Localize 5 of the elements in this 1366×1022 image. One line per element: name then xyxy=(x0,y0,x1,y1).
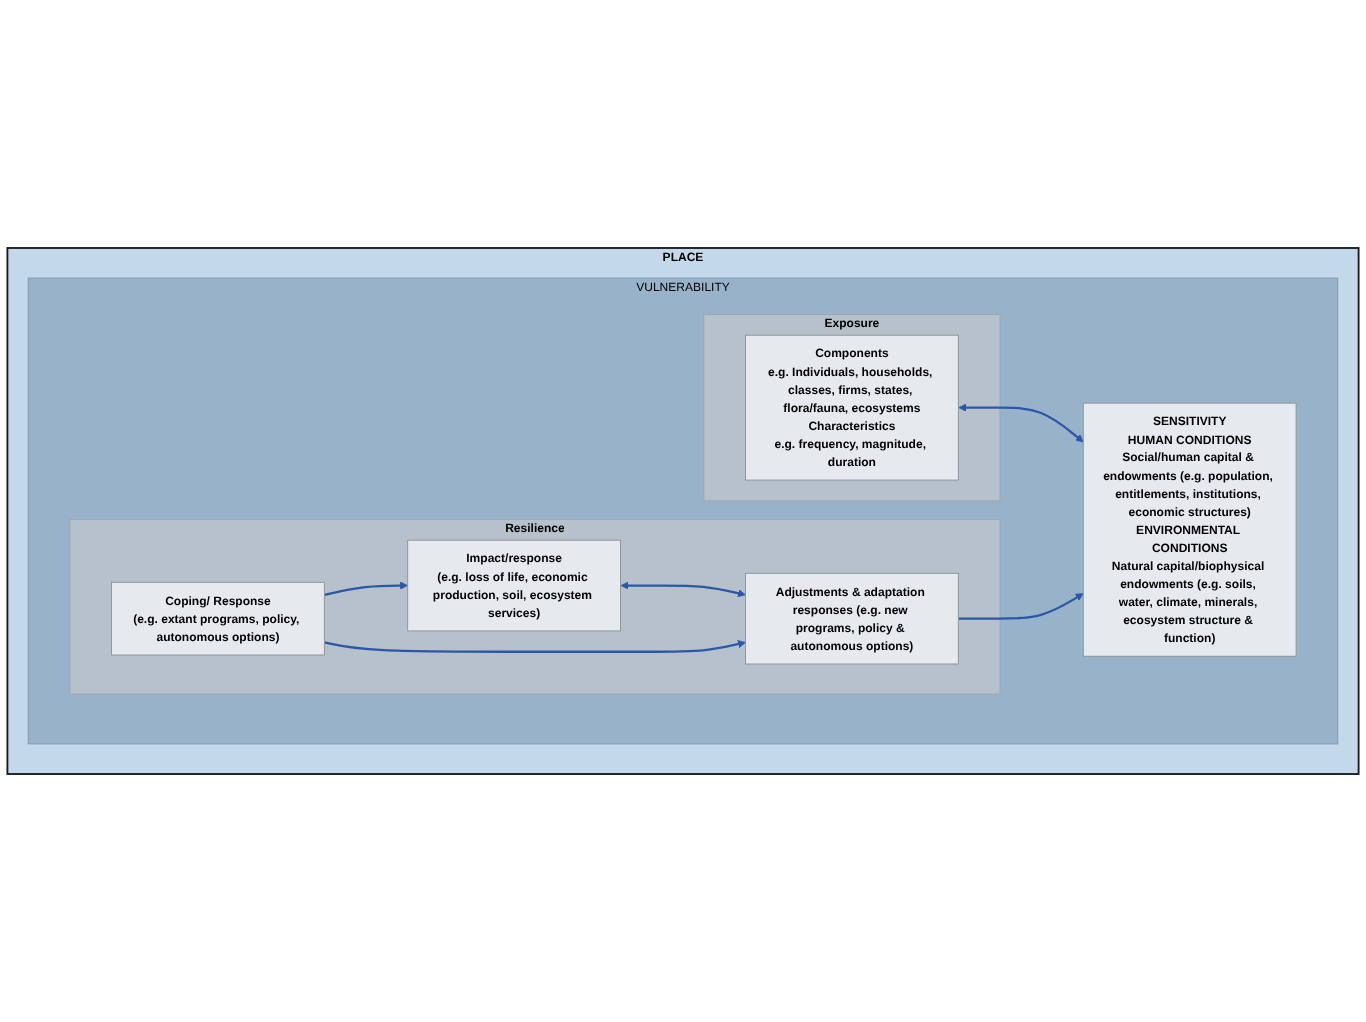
arrow xyxy=(620,581,746,598)
arrow xyxy=(324,640,746,653)
arrow xyxy=(958,593,1084,620)
arrow xyxy=(958,403,1084,443)
arrow xyxy=(324,581,409,596)
